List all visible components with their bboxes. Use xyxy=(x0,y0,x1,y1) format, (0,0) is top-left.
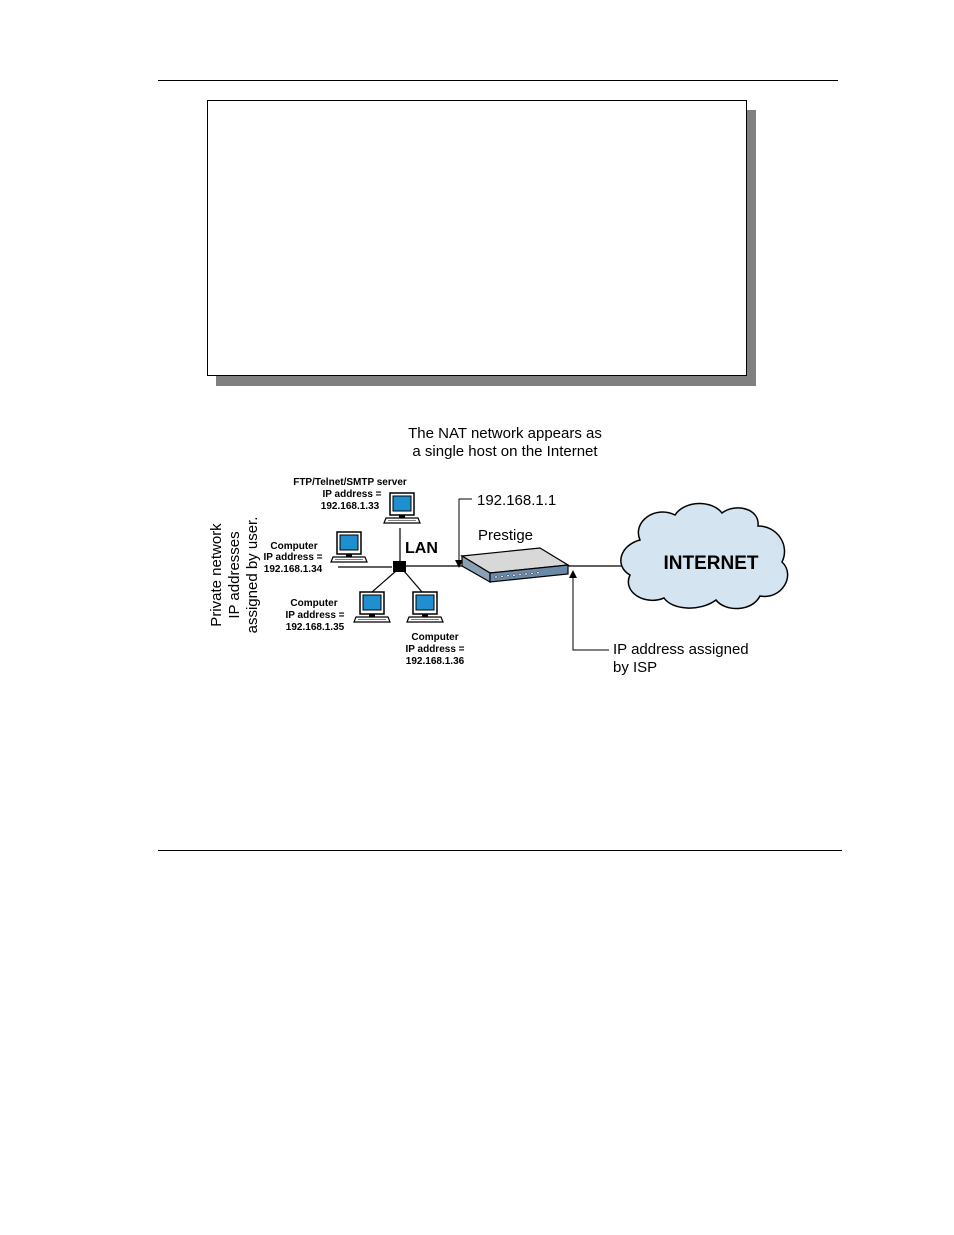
computer-36-label: Computer IP address = 192.168.1.36 xyxy=(405,632,464,667)
computer-36-icon xyxy=(406,591,444,623)
computer-34-line-2: IP address = xyxy=(263,552,322,563)
lan-label: LAN xyxy=(405,540,438,557)
footer-rule xyxy=(158,850,842,851)
isp-pointer xyxy=(572,576,609,651)
private-network-label: Private network IP addresses assigned by… xyxy=(208,517,261,634)
internet-label: INTERNET xyxy=(664,553,759,574)
computer-34-line-1: Computer xyxy=(270,541,317,552)
caption-line-2: a single host on the Internet xyxy=(412,443,598,460)
content-box xyxy=(207,100,747,376)
computer-36-line-3: 192.168.1.36 xyxy=(406,656,465,667)
server-label-line-3: 192.168.1.33 xyxy=(321,501,380,512)
router-ip-pointer xyxy=(458,498,472,562)
server-label-line-2: IP address = xyxy=(322,489,381,500)
router-label: Prestige xyxy=(478,527,533,544)
computer-35-line-1: Computer xyxy=(290,598,337,609)
computer-36-line-2: IP address = xyxy=(405,644,464,655)
computer-34-line-3: 192.168.1.34 xyxy=(264,564,323,575)
internet-cloud-icon xyxy=(620,502,789,610)
isp-label-line-2: by ISP xyxy=(613,659,657,676)
router-ip-label: 192.168.1.1 xyxy=(477,492,556,509)
computer-35-line-3: 192.168.1.35 xyxy=(286,622,345,633)
server-label-line-1: FTP/Telnet/SMTP server xyxy=(293,477,407,488)
computer-34-icon xyxy=(330,531,368,563)
private-line-2: IP addresses xyxy=(226,531,243,618)
private-line-1: Private network xyxy=(208,523,225,627)
lan-hub xyxy=(393,561,406,572)
header-rule xyxy=(158,80,838,81)
computer-34-label: Computer IP address = 192.168.1.34 xyxy=(263,541,322,575)
router-ip-arrowhead xyxy=(455,560,463,568)
computer-35-line-2: IP address = xyxy=(285,610,344,621)
prestige-router-icon xyxy=(460,547,570,584)
server-label: FTP/Telnet/SMTP server IP address = 192.… xyxy=(293,477,407,512)
private-line-3: assigned by user. xyxy=(244,517,261,634)
caption-line-1: The NAT network appears as xyxy=(408,425,602,442)
lan-wiring xyxy=(338,528,464,593)
isp-arrowhead xyxy=(569,570,577,578)
computer-36-line-1: Computer xyxy=(411,632,458,643)
server-computer-icon xyxy=(383,492,421,524)
isp-label-line-1: IP address assigned xyxy=(613,641,749,658)
computer-35-icon xyxy=(353,591,391,623)
computer-35-label: Computer IP address = 192.168.1.35 xyxy=(285,598,344,633)
